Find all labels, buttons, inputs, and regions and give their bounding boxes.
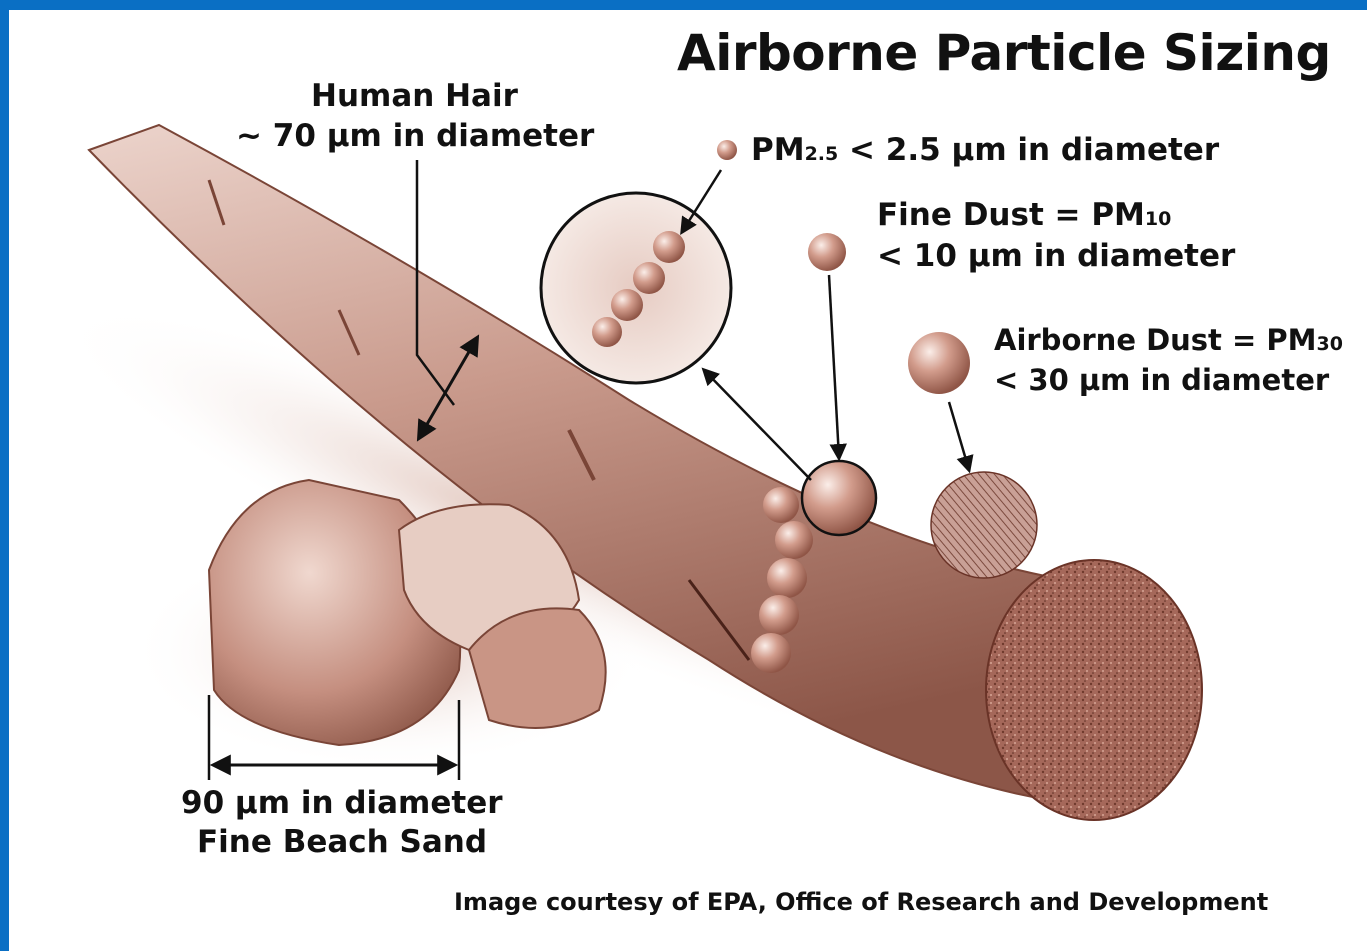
pm10-pointer-arrow	[829, 275, 839, 458]
airborne-dust-label: Airborne Dust = PM30	[994, 323, 1343, 357]
pm25-zoom-particle	[633, 262, 665, 294]
beach-sand-diameter-label: 90 µm in diameter	[181, 785, 503, 821]
pm10-target-circle	[802, 461, 876, 535]
pm30-particle-on-hair	[931, 472, 1037, 578]
pm25-magnifier	[541, 193, 731, 383]
airborne-dust-label-subscript: 30	[1317, 333, 1343, 355]
fine-dust-label-prefix: Fine Dust = PM	[877, 197, 1145, 233]
pm10-icon	[808, 233, 846, 271]
pm25-particle	[767, 558, 807, 598]
pm25-zoom-particle	[592, 317, 622, 347]
pm30-pointer-arrow	[949, 402, 969, 470]
pm25-particle	[775, 521, 813, 559]
diagram-title: Airborne Particle Sizing	[677, 24, 1331, 82]
human-hair-diameter-label: ~ 70 µm in diameter	[236, 118, 594, 154]
pm30-icon	[908, 332, 970, 394]
hair-cross-section	[986, 560, 1202, 820]
fine-dust-label: Fine Dust = PM10	[877, 197, 1171, 233]
pm25-label-prefix: PM	[751, 132, 805, 168]
human-hair-label: Human Hair	[311, 78, 518, 114]
fine-dust-label-subscript: 10	[1145, 208, 1171, 230]
airborne-dust-diameter-label: < 30 µm in diameter	[994, 363, 1329, 397]
fine-dust-diameter-label: < 10 µm in diameter	[877, 238, 1235, 274]
pm25-label-subscript: 2.5	[805, 143, 839, 165]
pm25-icon	[717, 140, 737, 160]
pm25-particle	[751, 633, 791, 673]
pm25-label: PM2.5 < 2.5 µm in diameter	[751, 132, 1219, 168]
illustration-frame: Airborne Particle Sizing Human Hair ~ 70…	[9, 10, 1367, 951]
pm25-zoom-particle	[653, 231, 685, 263]
pm25-zoom-particle	[611, 289, 643, 321]
beach-sand-label: Fine Beach Sand	[197, 824, 487, 860]
pm25-label-suffix: < 2.5 µm in diameter	[838, 132, 1219, 168]
image-credit: Image courtesy of EPA, Office of Researc…	[454, 888, 1268, 916]
pm25-particle	[763, 487, 799, 523]
airborne-dust-label-prefix: Airborne Dust = PM	[994, 323, 1317, 357]
pm25-particle	[759, 595, 799, 635]
